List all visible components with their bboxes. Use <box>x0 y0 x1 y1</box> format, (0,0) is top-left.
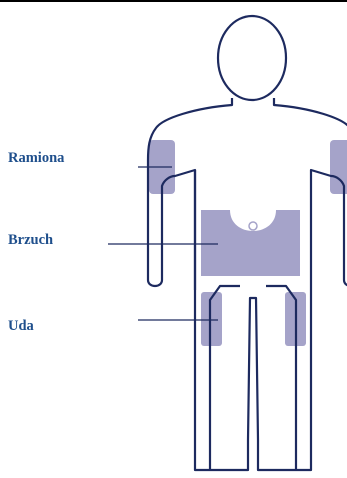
navel-icon <box>249 222 257 230</box>
head-outline <box>218 16 286 100</box>
leg-inner-contour <box>210 286 296 470</box>
body-outline <box>148 98 347 470</box>
zone-belly <box>201 210 300 276</box>
zone-thigh-left <box>201 292 222 346</box>
